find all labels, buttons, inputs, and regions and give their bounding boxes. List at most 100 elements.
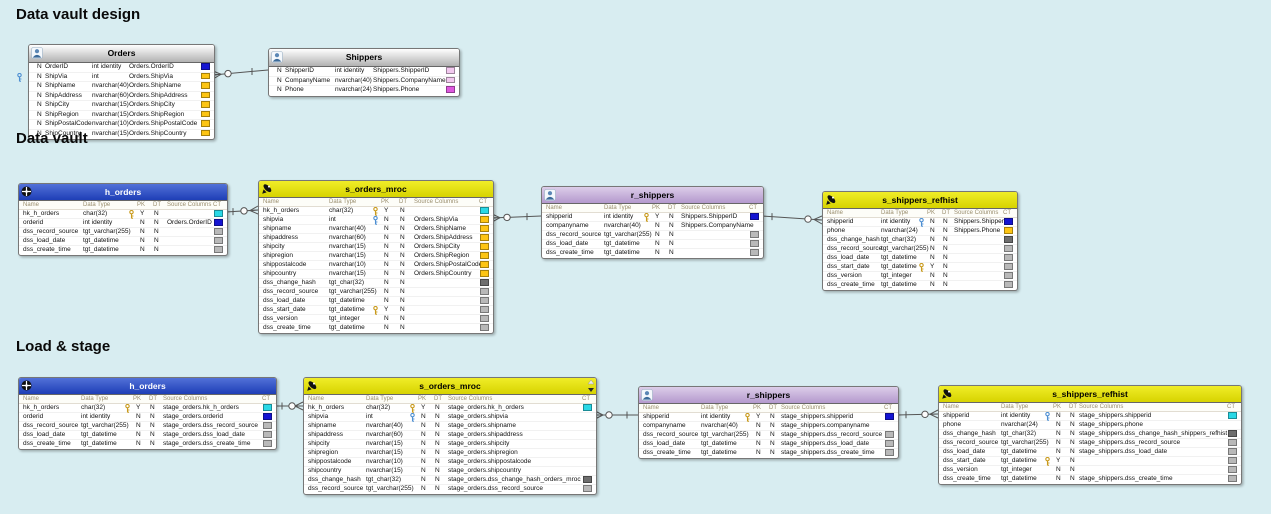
relationship-connector-stage_h_orders_to_s_orders_mroc[interactable]	[275, 401, 304, 411]
table-header[interactable]: h_orders	[19, 184, 227, 201]
relationship-connector-vault_r_shippers_to_s_shippers_refhist[interactable]	[761, 213, 823, 225]
relationship-connector-vault_s_orders_mroc_to_r_shippers[interactable]	[491, 213, 542, 223]
table-header[interactable]: s_shippers_refhist	[939, 386, 1241, 403]
table-header[interactable]: r_shippers	[639, 387, 898, 404]
table-header[interactable]: Orders	[29, 45, 214, 63]
table-header[interactable]: h_orders	[19, 378, 276, 395]
relationship-connector-vault_h_orders_to_s_orders_mroc[interactable]	[225, 205, 259, 216]
table-header[interactable]: Shippers	[269, 49, 459, 67]
scroll-arrows-icon[interactable]	[587, 379, 595, 398]
table-header[interactable]: s_orders_mroc	[259, 181, 493, 198]
relationship-connector-stage_s_orders_mroc_to_r_shippers[interactable]	[594, 410, 638, 420]
table-header[interactable]: s_orders_mroc	[304, 378, 596, 395]
relationship-connector-stage_r_shippers_to_s_shippers_refhist[interactable]	[896, 409, 939, 419]
table-header[interactable]: r_shippers	[542, 187, 763, 204]
table-header[interactable]: s_shippers_refhist	[823, 192, 1017, 209]
relationship-connector-orders_to_shippers[interactable]	[212, 67, 269, 80]
